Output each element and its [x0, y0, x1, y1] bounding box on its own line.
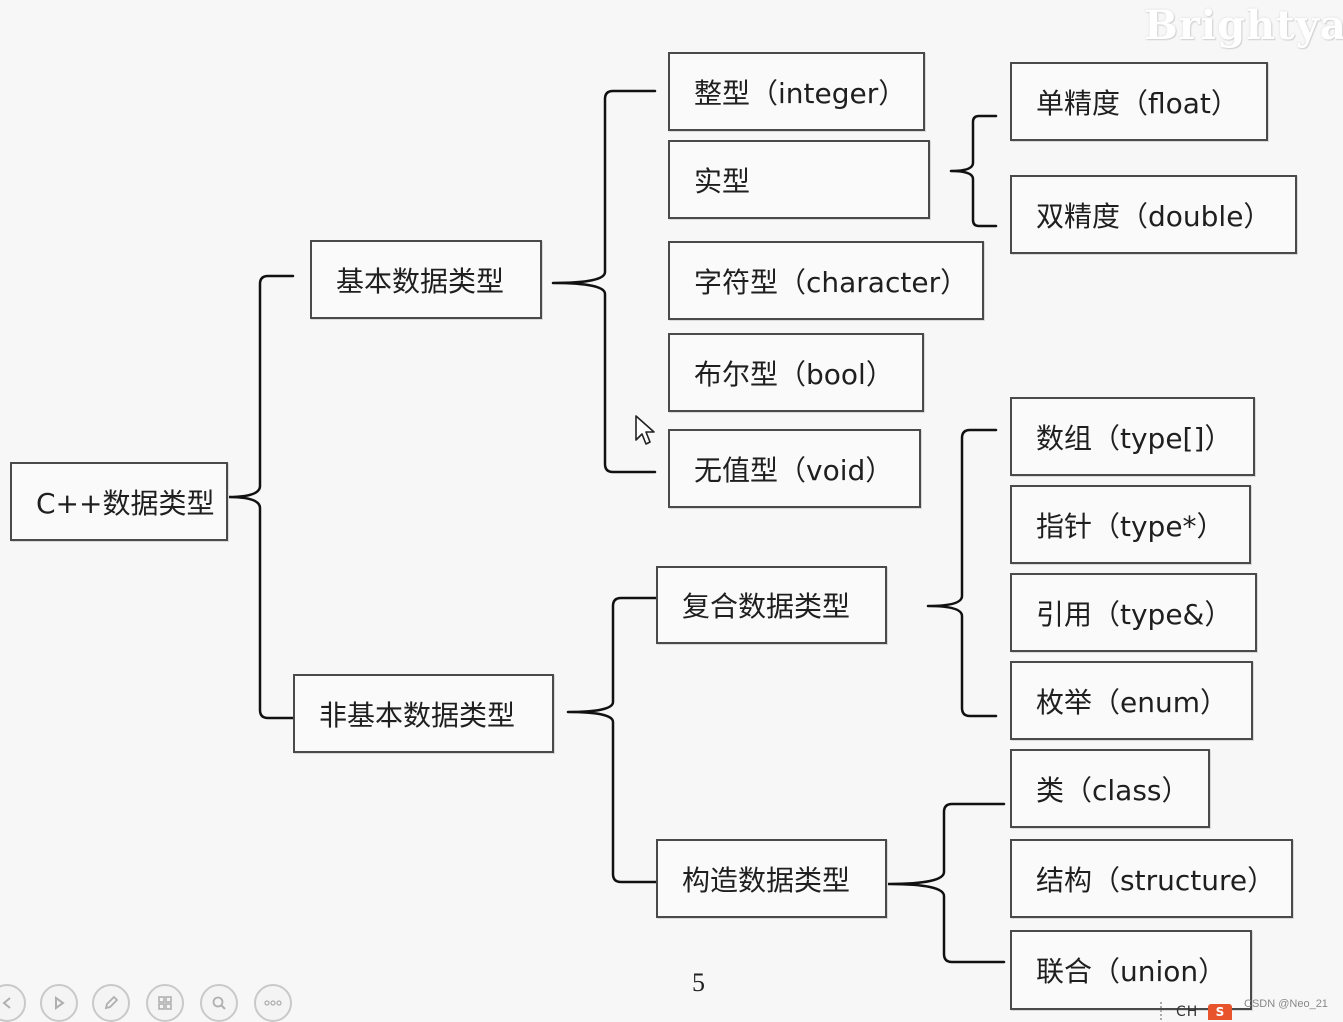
bracket-compound: [926, 428, 998, 718]
node-reference-label: 引用（type&）: [1036, 597, 1233, 631]
node-class: 类（class）: [1010, 749, 1210, 828]
node-array: 数组（type[]）: [1010, 397, 1255, 476]
node-void: 无值型（void）: [668, 429, 921, 508]
node-enum: 枚举（enum）: [1010, 661, 1253, 740]
node-double-label: 双精度（double）: [1036, 199, 1272, 233]
page-number: 5: [692, 968, 705, 997]
node-float-label: 单精度（float）: [1036, 86, 1239, 120]
node-array-label: 数组（type[]）: [1036, 421, 1233, 455]
node-root-label: C++数据类型: [36, 486, 215, 520]
bracket-non-basic: [566, 596, 658, 884]
node-constructed: 构造数据类型: [656, 839, 887, 918]
node-root: C++数据类型: [10, 462, 228, 541]
play-icon[interactable]: [40, 984, 78, 1022]
node-character: 字符型（character）: [668, 241, 984, 320]
node-void-label: 无值型（void）: [694, 453, 894, 487]
node-structure-label: 结构（structure）: [1036, 863, 1276, 897]
mouse-cursor-icon: [635, 415, 655, 445]
node-class-label: 类（class）: [1036, 773, 1190, 807]
bracket-basic: [551, 89, 657, 474]
pen-icon[interactable]: [92, 984, 130, 1022]
bracket-root: [226, 274, 295, 720]
node-pointer: 指针（type*）: [1010, 485, 1251, 564]
node-non-basic: 非基本数据类型: [293, 674, 554, 753]
node-compound: 复合数据类型: [656, 566, 887, 644]
node-bool-label: 布尔型（bool）: [694, 357, 894, 391]
node-union: 联合（union）: [1010, 930, 1252, 1010]
credit-text: CSDN @Neo_21: [1244, 998, 1328, 1010]
node-integer: 整型（integer）: [668, 52, 925, 131]
node-basic-label: 基本数据类型: [336, 264, 505, 298]
node-character-label: 字符型（character）: [694, 265, 969, 299]
node-enum-label: 枚举（enum）: [1036, 685, 1228, 719]
watermark: Brightyang: [1144, 2, 1343, 49]
node-bool: 布尔型（bool）: [668, 333, 924, 412]
slides-icon[interactable]: [146, 984, 184, 1022]
node-integer-label: 整型（integer）: [694, 76, 907, 110]
ime-separator: [1160, 1002, 1166, 1020]
node-real-label: 实型: [694, 164, 751, 198]
node-basic: 基本数据类型: [310, 240, 542, 319]
ime-sogou-icon[interactable]: S: [1208, 1004, 1232, 1020]
zoom-icon[interactable]: [200, 984, 238, 1022]
node-real: 实型: [668, 140, 930, 219]
more-icon[interactable]: [254, 984, 292, 1022]
node-constructed-label: 构造数据类型: [682, 863, 851, 897]
node-reference: 引用（type&）: [1010, 573, 1257, 652]
node-non-basic-label: 非基本数据类型: [319, 698, 516, 732]
node-float: 单精度（float）: [1010, 62, 1268, 141]
node-union-label: 联合（union）: [1036, 955, 1227, 988]
bracket-real: [949, 114, 998, 228]
ime-indicator[interactable]: CH: [1176, 1004, 1199, 1020]
node-structure: 结构（structure）: [1010, 839, 1293, 918]
bracket-constructed: [886, 802, 1006, 964]
node-pointer-label: 指针（type*）: [1036, 509, 1225, 543]
node-double: 双精度（double）: [1010, 175, 1297, 254]
node-compound-label: 复合数据类型: [682, 590, 851, 623]
